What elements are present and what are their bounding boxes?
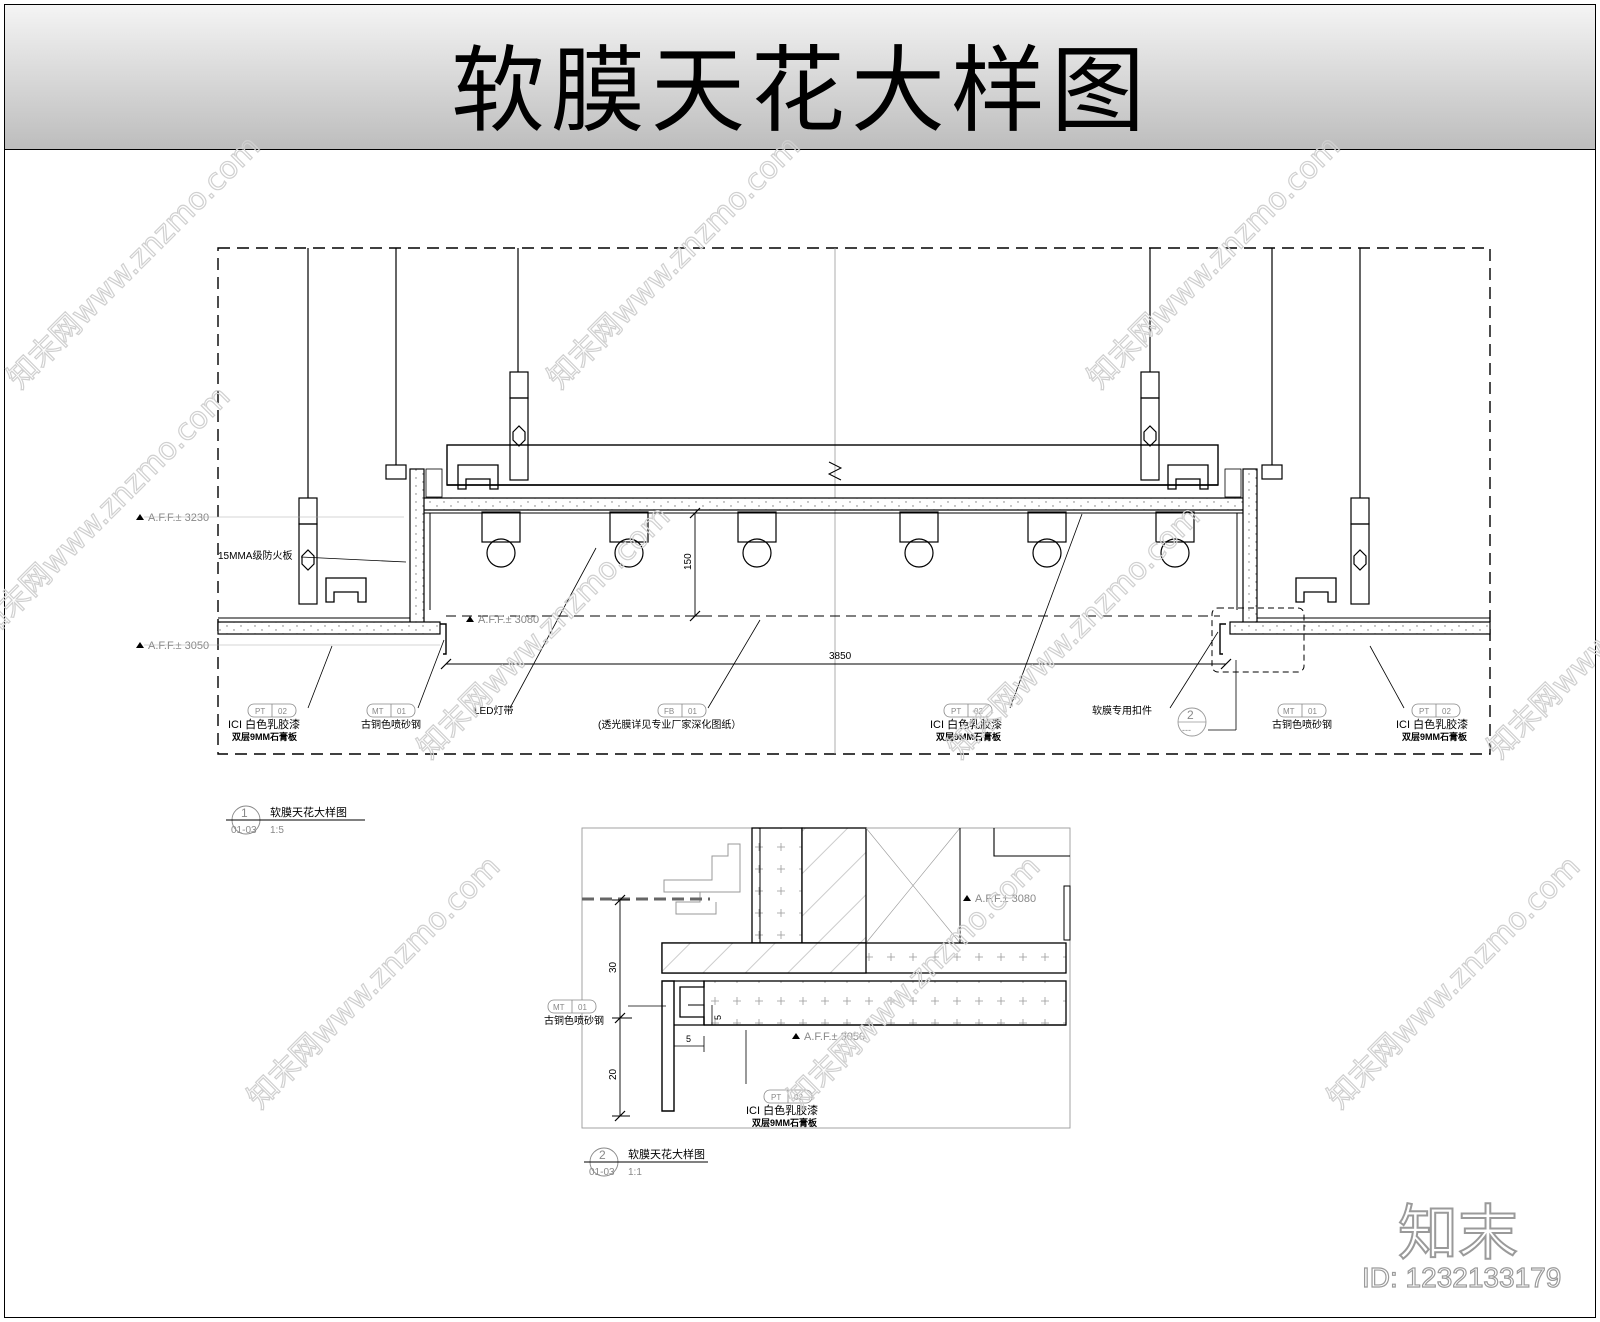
svg-text:知末网www.znzmo.com: 知末网www.znzmo.com xyxy=(1081,129,1347,395)
main-dimension-labels: 150 3850 15MMA级防火板 xyxy=(218,549,852,662)
svg-text:软膜天花大样图: 软膜天花大样图 xyxy=(270,805,347,819)
svg-text:01-03: 01-03 xyxy=(589,1167,615,1178)
svg-text:(透光膜详见专业厂家深化图纸）: (透光膜详见专业厂家深化图纸） xyxy=(598,718,741,731)
left-side-wall xyxy=(409,468,425,625)
svg-text:02: 02 xyxy=(794,1093,803,1102)
svg-text:2: 2 xyxy=(599,1148,606,1162)
level-3230: A.F.F.± 3230 xyxy=(148,512,209,524)
svg-text:02: 02 xyxy=(278,707,287,716)
svg-text:PT: PT xyxy=(1419,707,1429,716)
enlarged-caption: 2 01-03 1:1 软膜天花大样图 xyxy=(584,1147,708,1178)
svg-text:古铜色喷砂钢: 古铜色喷砂钢 xyxy=(361,718,421,731)
svg-text:01: 01 xyxy=(578,1003,587,1012)
svg-text:双层9MM石膏板: 双层9MM石膏板 xyxy=(1402,731,1468,742)
callout-box xyxy=(1211,607,1305,673)
svg-text:1:5: 1:5 xyxy=(270,825,284,836)
svg-text:LED灯带: LED灯带 xyxy=(474,705,513,717)
svg-text:PT: PT xyxy=(951,707,961,716)
level-3050: A.F.F.± 3050 xyxy=(148,640,209,652)
enlarged-callout-mt01: MT 01 古铜色喷砂钢 xyxy=(544,999,604,1027)
svg-text:1: 1 xyxy=(241,806,248,820)
enlarged-labels: A.F.F.± 3080 A.F.F.± 3050 30 20 5 5 MT 0… xyxy=(544,893,1036,1178)
svg-text:双层9MM石膏板: 双层9MM石膏板 xyxy=(752,1117,818,1128)
c-tracks xyxy=(325,464,1337,603)
callout-pt02-center: PT 02 ICI 白色乳胶漆 双层9MM石膏板 xyxy=(930,703,1002,742)
svg-text:古铜色喷砂钢: 古铜色喷砂钢 xyxy=(544,1014,604,1027)
svg-text:20: 20 xyxy=(608,1068,619,1080)
svg-text:5: 5 xyxy=(713,1015,723,1020)
svg-text:软膜专用扣件: 软膜专用扣件 xyxy=(1092,704,1152,717)
detail-boundary xyxy=(217,247,1491,755)
svg-text:01: 01 xyxy=(397,707,406,716)
fire-board-note: 15MMA级防火板 xyxy=(218,549,292,562)
svg-text:PT: PT xyxy=(255,707,265,716)
enlarged-level-3050: A.F.F.± 3050 xyxy=(804,1031,865,1043)
callout-mt01-left: MT 01 古铜色喷砂钢 xyxy=(361,703,421,731)
title-bar: 软膜天花大样图 xyxy=(4,4,1596,150)
section-marker-2: 2 --- xyxy=(1177,707,1207,737)
enlarged-callout-pt02: PT 02 ICI 白色乳胶漆 双层9MM石膏板 xyxy=(746,1089,818,1128)
leader-lines xyxy=(300,513,1405,731)
svg-text:30: 30 xyxy=(608,961,619,973)
hanger-rods xyxy=(307,248,1361,498)
callout-led-strip: LED灯带 xyxy=(474,705,513,717)
svg-text:01: 01 xyxy=(688,707,697,716)
svg-text:ICI 白色乳胶漆: ICI 白色乳胶漆 xyxy=(1396,717,1468,731)
enlarged-detail xyxy=(581,827,1071,1129)
svg-text:1:1: 1:1 xyxy=(628,1167,642,1178)
svg-text:01-03: 01-03 xyxy=(231,825,257,836)
svg-text:知末网www.znzmo.com: 知末网www.znzmo.com xyxy=(1,129,267,395)
svg-text:---: --- xyxy=(1182,725,1191,735)
callout-fb01: FB 01 (透光膜详见专业厂家深化图纸） xyxy=(598,703,741,731)
callout-soft-film-clip: 软膜专用扣件 xyxy=(1092,704,1152,717)
main-detail xyxy=(217,247,1491,755)
right-side-wall xyxy=(1242,468,1258,625)
main-caption: 1 01-03 1:5 软膜天花大样图 xyxy=(226,805,365,836)
enlarged-level-3080: A.F.F.± 3080 xyxy=(975,893,1036,905)
svg-text:知末网www.znzmo.com: 知末网www.znzmo.com xyxy=(541,129,807,395)
svg-text:知末网www.znzmo.com: 知末网www.znzmo.com xyxy=(941,499,1207,765)
svg-text:MT: MT xyxy=(372,707,384,716)
brand-id: ID: 1232133179 xyxy=(1361,1261,1562,1293)
svg-text:MT: MT xyxy=(553,1003,565,1012)
svg-text:5: 5 xyxy=(686,1034,691,1044)
lower-board-right xyxy=(1229,621,1491,635)
svg-text:知末网www.znzmo.com: 知末网www.znzmo.com xyxy=(1321,849,1587,1115)
svg-text:FB: FB xyxy=(664,707,674,716)
level-3080: A.F.F.± 3080 xyxy=(478,614,539,626)
hanger-brackets xyxy=(298,371,1370,605)
callout-pt02-left: PT 02 ICI 白色乳胶漆 双层9MM石膏板 xyxy=(228,703,300,742)
svg-text:ICI 白色乳胶漆: ICI 白色乳胶漆 xyxy=(746,1103,818,1117)
svg-text:知末网www.znzmo.com: 知末网www.znzmo.com xyxy=(1481,499,1600,765)
svg-text:PT: PT xyxy=(771,1093,781,1102)
svg-text:双层9MM石膏板: 双层9MM石膏板 xyxy=(232,731,298,742)
svg-text:2: 2 xyxy=(1187,708,1194,722)
svg-text:01: 01 xyxy=(1308,707,1317,716)
svg-text:02: 02 xyxy=(1442,707,1451,716)
svg-text:ICI 白色乳胶漆: ICI 白色乳胶漆 xyxy=(228,717,300,731)
page-title: 软膜天花大样图 xyxy=(450,37,1151,146)
svg-text:02: 02 xyxy=(974,707,983,716)
dim-3850: 3850 xyxy=(829,651,852,662)
svg-text:知末网www.znzmo.com: 知末网www.znzmo.com xyxy=(241,849,507,1115)
svg-text:古铜色喷砂钢: 古铜色喷砂钢 xyxy=(1272,718,1332,731)
light-fixtures xyxy=(481,511,1195,568)
main-callouts: PT 02 ICI 白色乳胶漆 双层9MM石膏板 MT 01 古铜色喷砂钢 LE… xyxy=(228,703,1468,742)
callout-pt02-right: PT 02 ICI 白色乳胶漆 双层9MM石膏板 xyxy=(1396,703,1468,742)
main-level-marks: A.F.F.± 3230 A.F.F.± 3080 A.F.F.± 3050 xyxy=(136,512,539,652)
dim-150: 150 xyxy=(683,553,694,570)
brand-logo: 知末 xyxy=(1397,1198,1519,1270)
svg-text:ICI 白色乳胶漆: ICI 白色乳胶漆 xyxy=(930,717,1002,731)
svg-text:软膜天花大样图: 软膜天花大样图 xyxy=(628,1147,705,1161)
right-metal-trim xyxy=(1219,623,1226,655)
svg-text:MT: MT xyxy=(1283,707,1295,716)
left-metal-trim xyxy=(440,623,447,655)
upper-gypsum-board xyxy=(417,497,1247,511)
callout-mt01-right: MT 01 古铜色喷砂钢 xyxy=(1272,703,1332,731)
svg-text:双层9MM石膏板: 双层9MM石膏板 xyxy=(936,731,1002,742)
main-channel xyxy=(446,444,1219,486)
lower-board-left xyxy=(217,621,441,635)
